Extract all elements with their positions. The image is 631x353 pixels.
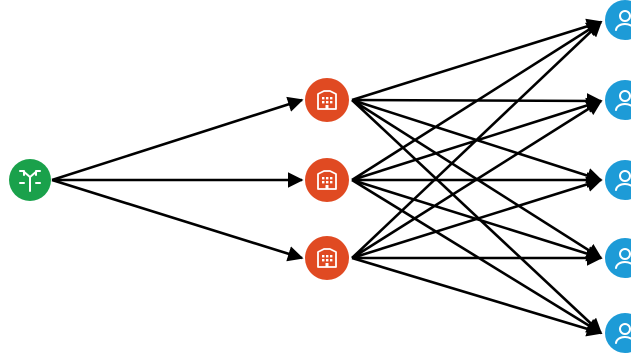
user-icon	[615, 323, 631, 344]
edge-source-to-hub-1	[51, 96, 304, 182]
building-icon	[317, 170, 337, 190]
user-2-node-circle	[605, 80, 631, 120]
user-icon	[615, 10, 631, 31]
user-3-node-circle	[605, 160, 631, 200]
user-2-node	[605, 80, 631, 120]
edge-hub-1-to-user-1	[351, 18, 603, 102]
edge-hub-3-to-user-3	[351, 176, 603, 260]
user-3-node	[605, 160, 631, 200]
edge-hub-3-to-user-1	[351, 20, 603, 259]
edge-hub-2-to-user-5	[351, 178, 603, 335]
split-arrows-icon	[19, 170, 41, 192]
source-node	[9, 159, 51, 201]
hub-3-node-circle	[305, 236, 349, 280]
edges	[51, 18, 603, 337]
user-1-node-circle	[605, 0, 631, 40]
user-icon	[615, 170, 631, 191]
user-4-node	[605, 238, 631, 278]
user-icon	[615, 90, 631, 111]
user-5-node-circle	[605, 313, 631, 353]
hub-2-node-circle	[305, 158, 349, 202]
edge-hub-2-to-user-1	[351, 20, 603, 182]
user-5-node	[605, 313, 631, 353]
edge-hub-3-to-user-2	[351, 99, 603, 260]
nodes	[9, 0, 631, 353]
hub-1-node-circle	[305, 78, 349, 122]
edge-hub-1-to-user-5	[351, 99, 603, 335]
user-1-node	[605, 0, 631, 40]
user-icon	[615, 248, 631, 269]
hub-2-node	[305, 158, 349, 202]
building-icon	[317, 248, 337, 268]
hub-3-node	[305, 236, 349, 280]
edge-source-to-hub-3	[51, 178, 304, 262]
edge-hub-3-to-user-5	[351, 256, 603, 337]
hub-1-node	[305, 78, 349, 122]
user-4-node-circle	[605, 238, 631, 278]
building-icon	[317, 90, 337, 110]
